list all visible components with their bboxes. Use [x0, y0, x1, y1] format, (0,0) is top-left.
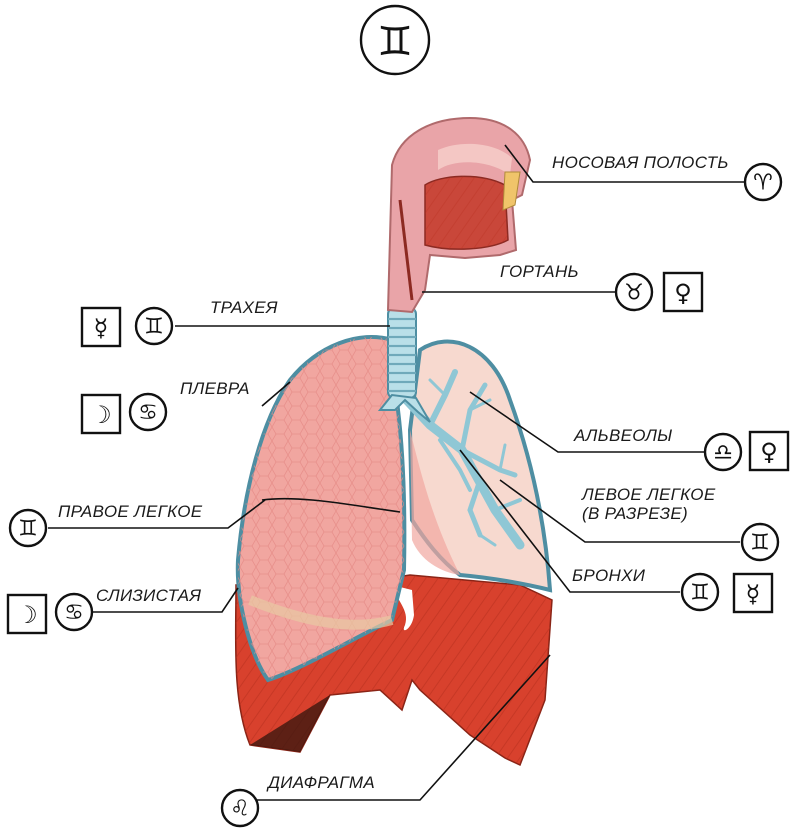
label-alveoli: АЛЬВЕОЛЫ	[573, 426, 673, 445]
gemini-icon: ♊	[750, 531, 770, 556]
venus-icon: ♀	[760, 438, 778, 466]
symbols: ♈ ♉ ♀ ☿ ♊ ☽ ♋ ♎ ♀ ♊ ♊ ☽ ♋ ♊	[6, 162, 790, 828]
aries-icon: ♈	[753, 171, 773, 196]
mercury-icon: ☿	[94, 314, 109, 342]
leo-icon: ♌	[230, 797, 250, 822]
gemini-icon: ♊	[690, 581, 710, 606]
cancer-icon: ♋	[138, 401, 158, 426]
gemini-icon: ♊	[377, 19, 413, 65]
moon-icon: ☽	[16, 601, 38, 629]
label-trachea: ТРАХЕЯ	[210, 298, 278, 317]
anatomy-illustration	[234, 116, 553, 767]
taurus-icon: ♉	[624, 281, 644, 306]
label-bronchi: БРОНХИ	[572, 566, 646, 585]
cancer-icon: ♋	[64, 601, 84, 626]
leader-lines	[48, 144, 748, 801]
labels: НОСОВАЯ ПОЛОСТЬ ГОРТАНЬ ТРАХЕЯ ПЛЕВРА АЛ…	[58, 153, 729, 792]
header-gemini-symbol: ♊	[359, 4, 431, 76]
label-larynx: ГОРТАНЬ	[500, 262, 579, 281]
libra-icon: ♎	[713, 441, 733, 466]
label-pleura: ПЛЕВРА	[180, 379, 250, 398]
label-diaphragm: ДИАФРАГМА	[266, 773, 375, 792]
gemini-icon: ♊	[144, 315, 164, 340]
moon-icon: ☽	[90, 401, 112, 429]
mercury-icon: ☿	[746, 580, 761, 608]
gemini-icon: ♊	[18, 517, 38, 542]
label-right-lung: ПРАВОЕ ЛЕГКОЕ	[58, 502, 203, 521]
label-left-lung-line1: ЛЕВОЕ ЛЕГКОЕ	[581, 485, 716, 504]
label-left-lung-line2: (В РАЗРЕЗЕ)	[582, 504, 688, 523]
venus-icon: ♀	[674, 279, 692, 307]
label-nasal-cavity: НОСОВАЯ ПОЛОСТЬ	[552, 153, 729, 172]
label-mucosa: СЛИЗИСТАЯ	[96, 586, 201, 605]
